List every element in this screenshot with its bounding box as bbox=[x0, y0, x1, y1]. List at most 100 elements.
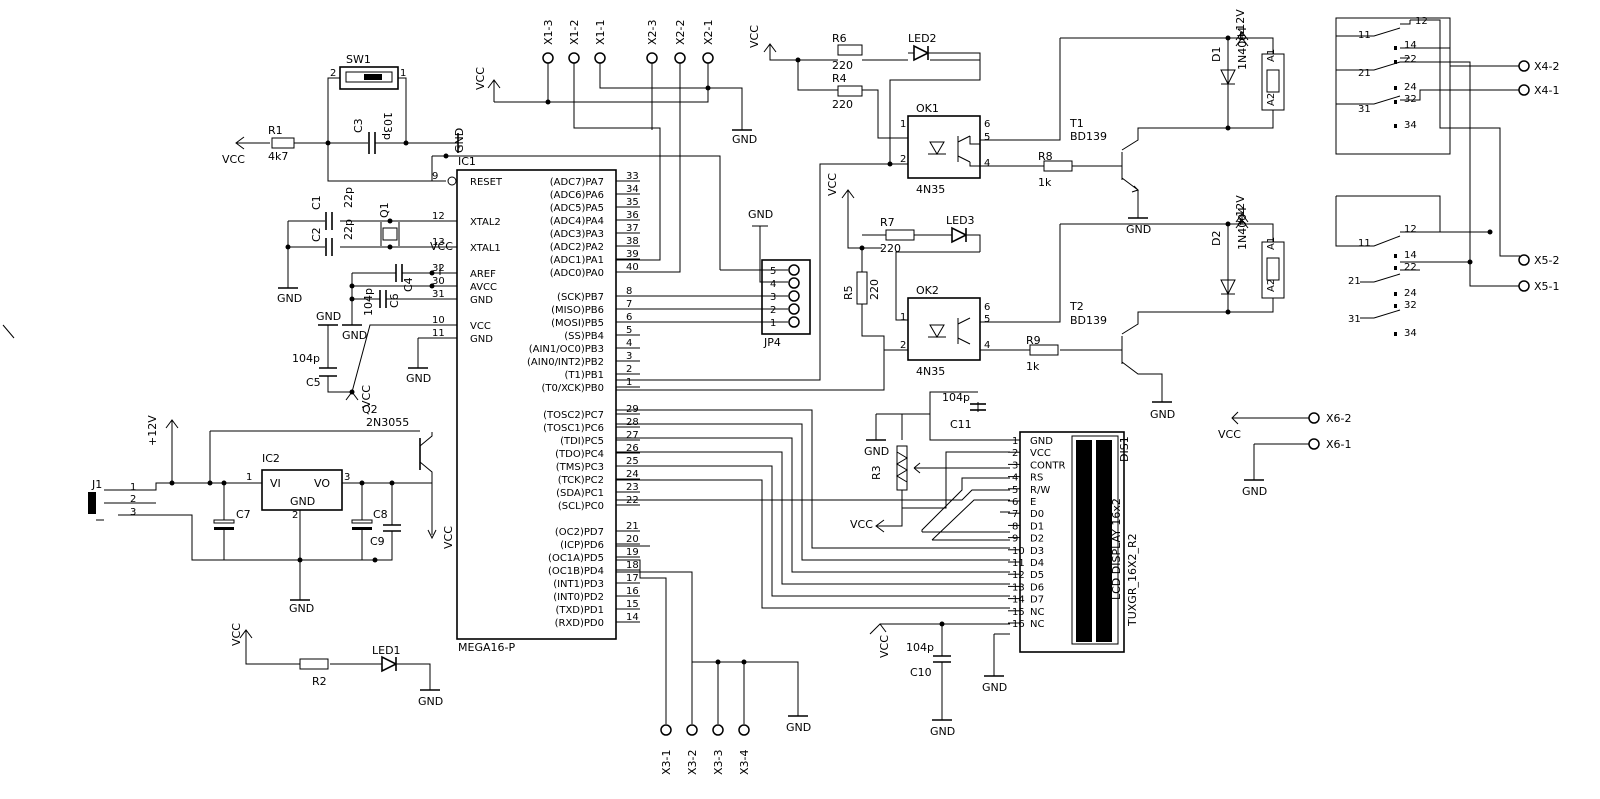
x1-3: X1-3 bbox=[542, 19, 555, 45]
ic1-pin-num: 16 bbox=[626, 586, 639, 597]
k2-c22: 22 bbox=[1404, 262, 1417, 273]
k1-contacts: 12 14 22 24 32 34 11 21 31 bbox=[1335, 16, 1520, 287]
vcc-q2: VCC bbox=[442, 526, 455, 549]
lcd-pin-num: 15 bbox=[1012, 607, 1025, 618]
gnd-jp4: GND bbox=[748, 208, 773, 221]
ic1-pin-name: (SCK)PB7 bbox=[557, 292, 604, 303]
x1-1: X1-1 bbox=[594, 19, 607, 45]
r2-label: R2 bbox=[312, 675, 327, 688]
r4-label: R4 bbox=[832, 72, 847, 85]
ic1-pin-name: RESET bbox=[470, 177, 503, 188]
jp4-label: JP4 bbox=[763, 336, 781, 349]
ic1-pin-name: (ADC2)PA2 bbox=[550, 242, 604, 253]
q1-label: Q1 bbox=[378, 202, 391, 218]
ic1-pin-name: (TCK)PC2 bbox=[558, 475, 604, 486]
ic1-pin-name: (MOSI)PB5 bbox=[551, 318, 604, 329]
ic1-pin-num: 24 bbox=[626, 469, 639, 480]
led3-label: LED3 bbox=[946, 214, 975, 227]
ok2-opto bbox=[907, 297, 981, 361]
c4-label: C4 bbox=[402, 277, 415, 292]
lcd-pin-num: 3 bbox=[1012, 460, 1018, 471]
r7-label: R7 bbox=[880, 216, 895, 229]
ok1-p2: 2 bbox=[900, 154, 906, 165]
lcd-part2: TUXGR_16X2_R2 bbox=[1126, 533, 1139, 627]
ic1-ref: IC1 bbox=[458, 155, 476, 168]
x1-2: X1-2 bbox=[568, 19, 581, 45]
ic1-pin-name: (OC1A)PD5 bbox=[548, 553, 604, 564]
lcd-pin-name: VCC bbox=[1030, 448, 1051, 459]
k1-c21: 21 bbox=[1358, 68, 1371, 79]
ic1-pin-num: 38 bbox=[626, 236, 639, 247]
c10-value: 104p bbox=[906, 641, 934, 654]
gnd-avcc: GND bbox=[342, 329, 367, 342]
ic1-pin-num: 13 bbox=[432, 237, 445, 248]
ok2-label: OK2 bbox=[916, 284, 939, 297]
x1-x2-connectors: GND VCC X1-3 X1-2 X1-1 X2-3 X2-2 X2-1 bbox=[474, 19, 757, 273]
x4-2: X4-2 bbox=[1534, 60, 1560, 73]
gnd-top-ic1: GND bbox=[453, 128, 466, 153]
jp4-pin bbox=[788, 264, 800, 276]
lcd-pin-num: 13 bbox=[1012, 582, 1025, 593]
gnd-led1: GND bbox=[418, 695, 443, 708]
ic2-label: IC2 bbox=[262, 452, 280, 465]
p12v-k1: +12V bbox=[1234, 9, 1247, 40]
gnd-x3: GND bbox=[786, 721, 811, 734]
ic2-gnd: GND bbox=[290, 495, 315, 508]
lcd-pin-num: 8 bbox=[1012, 521, 1018, 532]
t2-value: BD139 bbox=[1070, 314, 1107, 327]
k1-c24: 24 bbox=[1404, 82, 1417, 93]
led2-label: LED2 bbox=[908, 32, 937, 45]
c11-label: C11 bbox=[950, 418, 972, 431]
jp4-pin-num: 1 bbox=[770, 318, 776, 329]
k1-a1: A1 bbox=[1266, 49, 1277, 62]
ic1-pin-num: 9 bbox=[432, 171, 438, 182]
lcd-pin-num: 12 bbox=[1012, 570, 1025, 581]
ic1-pin-name: GND bbox=[470, 334, 493, 345]
ok1-p6: 6 bbox=[984, 119, 990, 130]
x5-1: X5-1 bbox=[1534, 280, 1560, 293]
lcd-pin-num: 5 bbox=[1012, 485, 1018, 496]
gnd-lcd: GND bbox=[982, 681, 1007, 694]
ok1-p5: 5 bbox=[984, 132, 990, 143]
jp4-pin bbox=[788, 290, 800, 302]
gnd-r3: GND bbox=[864, 445, 889, 458]
ic1-pin-num: 1 bbox=[626, 377, 632, 388]
c3-label: C3 bbox=[352, 118, 365, 133]
k2-c21: 21 bbox=[1348, 276, 1361, 287]
ic1-pin-name: (ADC4)PA4 bbox=[550, 216, 604, 227]
ic1-pin-name: (TOSC1)PC6 bbox=[543, 423, 604, 434]
stray-mark bbox=[2, 324, 15, 339]
lcd-pin-num: 9 bbox=[1012, 534, 1018, 545]
lcd-pin-name: NC bbox=[1030, 607, 1044, 618]
j1-p1: 1 bbox=[130, 482, 136, 493]
j1-p3: 3 bbox=[130, 507, 136, 518]
c6-label: C6 bbox=[388, 293, 401, 308]
ok2-p5: 5 bbox=[984, 314, 990, 325]
lcd-pin-num: 14 bbox=[1012, 595, 1025, 606]
ok2-p1: 1 bbox=[900, 312, 906, 323]
ic1-pin-name: AREF bbox=[470, 269, 496, 280]
ic1-pin-num: 35 bbox=[626, 197, 639, 208]
lcd-pin-num: 6 bbox=[1012, 497, 1018, 508]
ic1-pin-name: (ADC5)PA5 bbox=[550, 203, 604, 214]
ic1-pin-num: 28 bbox=[626, 417, 639, 428]
c9-label: C9 bbox=[370, 535, 385, 548]
lcd-pin-num: 4 bbox=[1012, 473, 1018, 484]
x2-2: X2-2 bbox=[674, 19, 687, 45]
r7-value: 220 bbox=[880, 242, 901, 255]
c4-value: 104p bbox=[362, 288, 375, 316]
x3-connectors: GND X3-1 X3-2 X3-3 X3-4 bbox=[616, 545, 811, 775]
j1-jack bbox=[88, 492, 96, 514]
ic1-pin-num: 26 bbox=[626, 443, 639, 454]
gnd-ic2: GND bbox=[289, 602, 314, 615]
k2-c34: 34 bbox=[1404, 328, 1417, 339]
r1-resistor bbox=[271, 137, 295, 149]
c2-label: C2 bbox=[310, 227, 323, 242]
x3-2: X3-2 bbox=[686, 749, 699, 775]
vcc-ok2: VCC bbox=[826, 173, 839, 196]
ok1-label: OK1 bbox=[916, 102, 939, 115]
ic2-p3: 3 bbox=[344, 472, 350, 483]
q2-label: Q2 bbox=[362, 403, 378, 416]
p12v-k2: +12V bbox=[1234, 195, 1247, 226]
